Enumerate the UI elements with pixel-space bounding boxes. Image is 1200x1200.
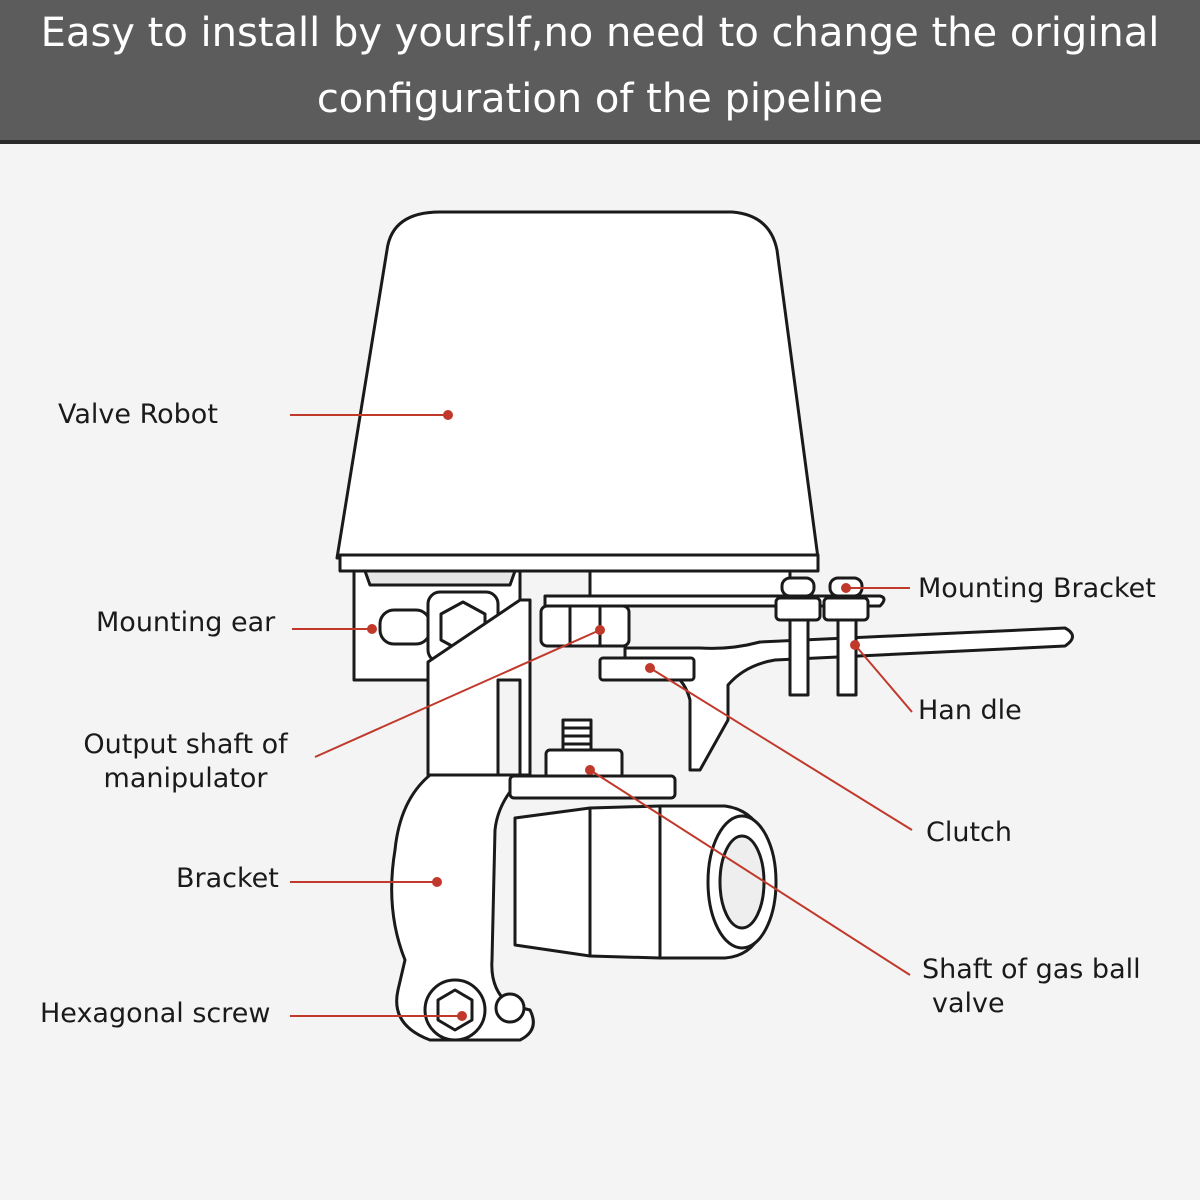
label-bracket: Bracket: [176, 863, 279, 894]
label-mounting-bracket: Mounting Bracket: [918, 573, 1156, 604]
handle-stud-left: [788, 618, 810, 697]
label-shaft-gas-line-1: Shaft of gas ball: [922, 954, 1141, 985]
label-output-shaft-line-2: manipulator: [103, 763, 268, 794]
leader-clutch: [649, 667, 913, 831]
label-valve-robot: Valve Robot: [58, 399, 218, 430]
mounting-ear-stud: [378, 608, 432, 646]
label-output-shaft-line-1: Output shaft of: [83, 729, 288, 760]
leader-handle: [854, 644, 913, 713]
valve-robot-body: [335, 210, 820, 560]
label-clutch: Clutch: [926, 817, 1013, 848]
output-shaft-nut: [539, 604, 631, 648]
knurled-ring: [363, 569, 517, 587]
handle-nut-left: [774, 596, 822, 622]
label-hexagonal-screw: Hexagonal screw: [40, 998, 271, 1029]
pipe-clamp-bracket: [390, 773, 535, 1042]
valve-robot-rim: [338, 553, 820, 573]
leader-output-shaft: [314, 629, 601, 758]
banner-divider: [0, 140, 1200, 144]
banner-title-line-2: configuration of the pipeline: [316, 76, 884, 122]
label-handle: Han dle: [918, 695, 1022, 726]
label-shaft-gas-ball-valve: Shaft of gas ball valve: [922, 953, 1162, 1021]
gas-valve-shaft-nut: [544, 748, 624, 780]
banner-title-line-1: Easy to install by yourslf,no need to ch…: [40, 10, 1160, 56]
label-shaft-gas-line-2: valve: [932, 988, 1005, 1019]
handle-stud-right: [836, 618, 858, 697]
leader-shaft-gas: [589, 769, 911, 976]
label-output-shaft: Output shaft of manipulator: [78, 728, 293, 796]
label-mounting-ear: Mounting ear: [96, 607, 276, 638]
handle-nut-right: [822, 596, 870, 622]
header-banner: Easy to install by yourslf,no need to ch…: [0, 0, 1200, 140]
